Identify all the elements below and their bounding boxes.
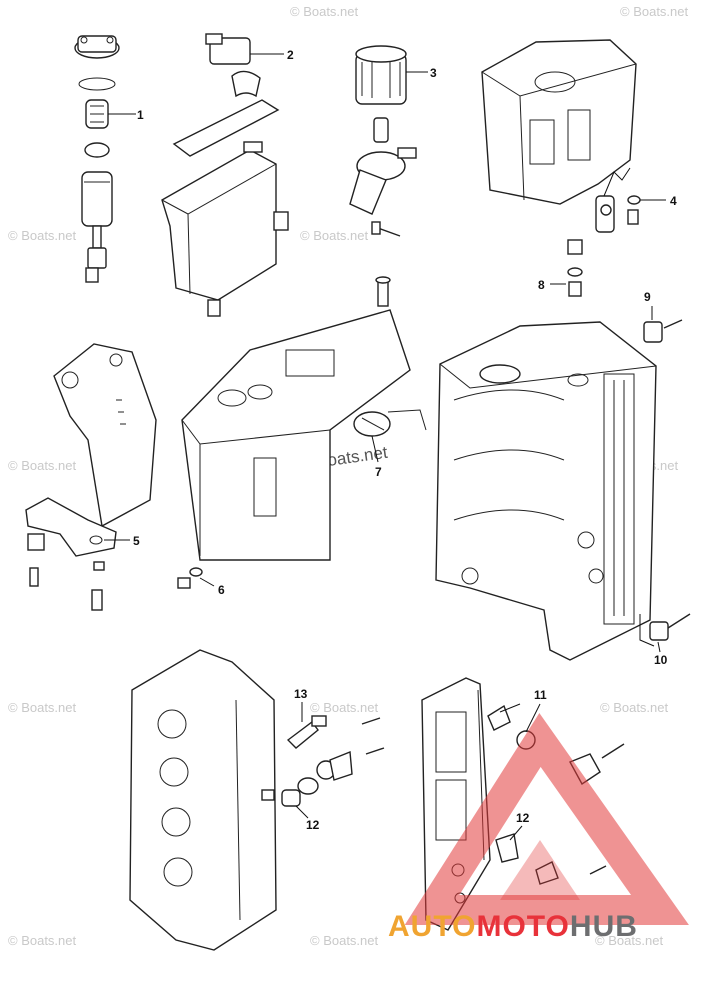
cylinder-block <box>435 321 657 661</box>
watermark-text: © Boats.net <box>600 700 669 715</box>
callout-12-right: 12 <box>516 811 530 825</box>
logo-auto: AUTO <box>388 910 476 943</box>
clip-part-9 <box>643 319 683 343</box>
exhaust-adapter-housing <box>481 39 637 233</box>
callout-4: 4 <box>670 194 677 208</box>
logo-triangle-inner <box>500 840 580 900</box>
watermark-text: © Boats.net <box>8 933 77 948</box>
watermark-text: © Boats.net <box>300 228 369 243</box>
callout-1: 1 <box>137 108 144 122</box>
callout-8: 8 <box>538 278 545 292</box>
mounting-plate-part-5 <box>25 497 117 611</box>
watermark-text: © Boats.net <box>620 4 689 19</box>
callout-3: 3 <box>430 66 437 80</box>
callout-2: 2 <box>287 48 294 62</box>
cylinder-head <box>129 649 277 951</box>
sensor-connector <box>205 33 261 98</box>
callout-6: 6 <box>218 583 225 597</box>
watermark-text: © Boats.net <box>595 933 664 948</box>
callout-labels: 1 2 3 4 5 6 7 8 9 10 11 12 12 13 <box>133 48 677 832</box>
sleeve-part-12-right <box>495 743 625 885</box>
callout-10: 10 <box>654 653 668 667</box>
clip-part-10 <box>639 613 691 647</box>
callout-13: 13 <box>294 687 308 701</box>
leader-lines <box>104 53 666 841</box>
automotohub-logo: AUTOMOTOHUB <box>388 713 689 943</box>
callout-11: 11 <box>534 688 547 702</box>
washer-part-4 <box>627 195 641 225</box>
sleeve-part-12-left <box>281 717 385 807</box>
watermark-text: © Boats.net <box>8 228 77 243</box>
drain-plug-part-8 <box>567 239 583 297</box>
fuel-filter-assembly <box>74 35 120 283</box>
callout-5: 5 <box>133 534 140 548</box>
callout-7: 7 <box>375 465 382 479</box>
callout-9: 9 <box>644 290 651 304</box>
watermark-text: © Boats.net <box>310 700 379 715</box>
logo-wordmark: AUTOMOTOHUB <box>388 910 638 943</box>
vapor-separator-tank <box>161 99 289 317</box>
temperature-sensor-part-13 <box>286 715 327 749</box>
callout-12-left: 12 <box>306 818 320 832</box>
watermark-text: © Boats.net <box>8 700 77 715</box>
watermark-text: © Boats.net <box>8 458 77 473</box>
steering-bracket <box>53 343 157 528</box>
logo-triangle <box>404 713 689 925</box>
watermark-text: © Boats.net <box>310 933 379 948</box>
plug-part-6 <box>177 567 203 589</box>
logo-moto: MOTO <box>476 910 569 943</box>
watermark-text: © Boats.net <box>290 4 359 19</box>
driveshaft-housing <box>181 276 427 561</box>
logo-hub: HUB <box>570 910 638 943</box>
oil-filter-assembly <box>349 45 417 237</box>
